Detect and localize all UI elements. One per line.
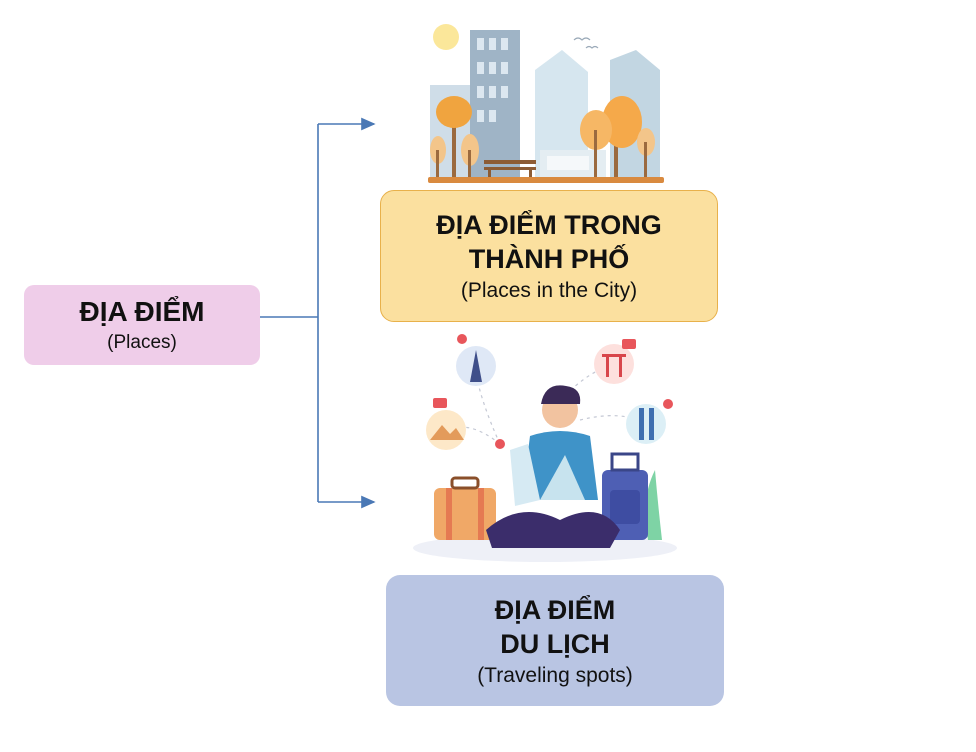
travel-spots-node: ĐỊA ĐIỂM DU LỊCH (Traveling spots)	[386, 575, 724, 706]
root-node: ĐỊA ĐIỂM (Places)	[24, 285, 260, 365]
city-title-line2: THÀNH PHỐ	[468, 244, 630, 274]
travel-title-line2: DU LỊCH	[500, 628, 610, 659]
city-subtitle: (Places in the City)	[460, 279, 638, 302]
city-places-node: ĐỊA ĐIỂM TRONG THÀNH PHỐ (Places in the …	[380, 190, 718, 322]
travel-subtitle: (Traveling spots)	[477, 663, 633, 687]
root-title: ĐỊA ĐIỂM	[79, 296, 205, 327]
travel-title-line1: ĐỊA ĐIỂM	[494, 594, 616, 625]
city-title-line1: ĐỊA ĐIỂM TRONG	[436, 210, 662, 240]
root-subtitle: (Places)	[107, 332, 177, 353]
